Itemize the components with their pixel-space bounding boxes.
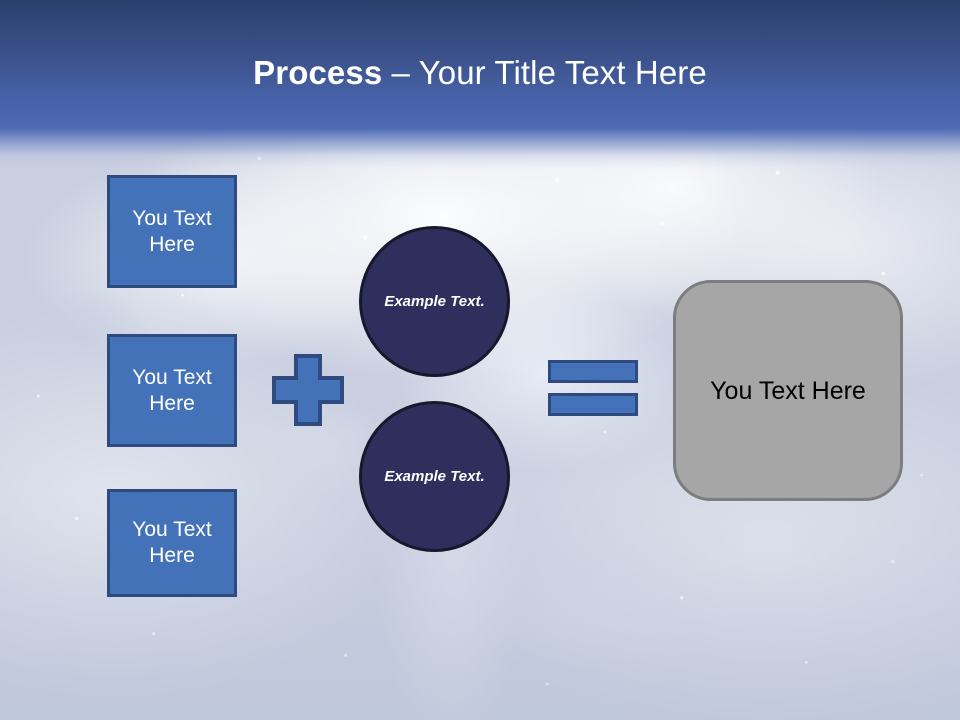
plus-sign-svg [272, 354, 344, 426]
page-title-rest: – Your Title Text Here [382, 54, 707, 91]
input-box-1-label: You Text Here [132, 206, 212, 256]
factor-circle-1[interactable]: Example Text. [359, 226, 510, 377]
page-title: Process – Your Title Text Here [0, 52, 960, 94]
input-box-1[interactable]: You Text Here [107, 175, 237, 288]
title-band-fade [0, 128, 960, 168]
factor-circle-2-label: Example Text. [384, 468, 485, 485]
plus-sign-icon[interactable] [272, 354, 344, 426]
input-box-3-label: You Text Here [132, 518, 212, 567]
result-box-label: You Text Here [710, 376, 866, 405]
page-title-emphasis: Process [253, 54, 383, 91]
input-box-2-label: You Text Here [132, 365, 212, 415]
equals-sign-icon[interactable] [548, 360, 638, 416]
input-box-2[interactable]: You Text Here [107, 334, 237, 447]
title-band [0, 0, 960, 128]
factor-circle-2[interactable]: Example Text. [359, 401, 510, 552]
equals-bar-top [548, 360, 638, 383]
result-box[interactable]: You Text Here [673, 280, 903, 501]
equals-bar-bottom [548, 393, 638, 416]
factor-circle-1-label: Example Text. [384, 293, 485, 310]
input-box-3[interactable]: You Text Here [107, 489, 237, 597]
